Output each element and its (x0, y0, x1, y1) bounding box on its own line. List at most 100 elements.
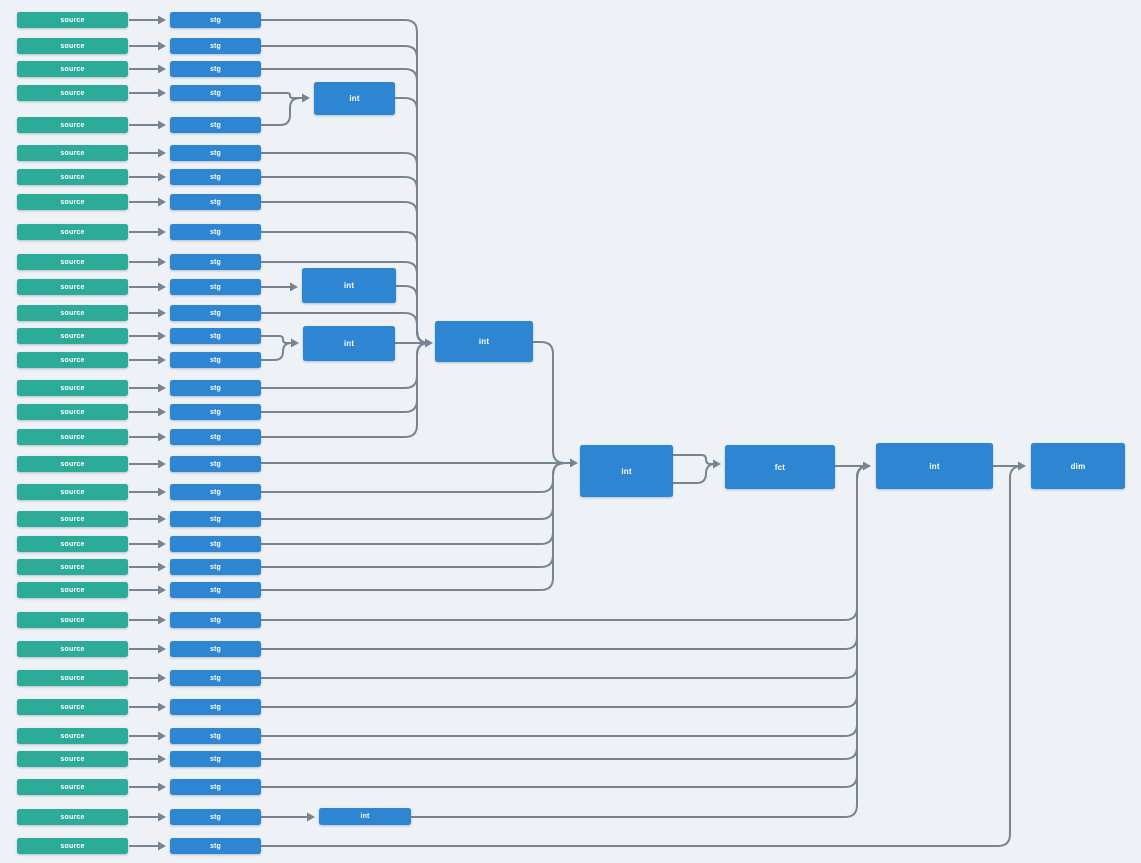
arrowhead-icon (158, 15, 166, 25)
stg-node-28[interactable]: stg (170, 728, 261, 744)
source-node-14[interactable]: source (17, 352, 128, 368)
stg-node-27[interactable]: stg (170, 699, 261, 715)
source-node-23[interactable]: source (17, 582, 128, 598)
stg-node-7[interactable]: stg (170, 169, 261, 185)
source-node-16[interactable]: source (17, 404, 128, 420)
arrowhead-icon (158, 539, 166, 549)
stg-node-1[interactable]: stg (170, 12, 261, 28)
source-node-17[interactable]: source (17, 429, 128, 445)
stg-node-17[interactable]: stg (170, 429, 261, 445)
arrowhead-icon (158, 487, 166, 497)
int-2-node[interactable]: int (580, 445, 673, 497)
source-node-26[interactable]: source (17, 670, 128, 686)
arrowhead-icon (158, 432, 166, 442)
source-node-31[interactable]: source (17, 809, 128, 825)
int-a-node[interactable]: int (314, 82, 395, 115)
source-node-32[interactable]: source (17, 838, 128, 854)
source-node-4[interactable]: source (17, 85, 128, 101)
source-node-12[interactable]: source (17, 305, 128, 321)
source-node-1[interactable]: source (17, 12, 128, 28)
stg-node-9[interactable]: stg (170, 224, 261, 240)
source-node-29[interactable]: source (17, 751, 128, 767)
stg-node-30[interactable]: stg (170, 779, 261, 795)
stg-node-13[interactable]: stg (170, 328, 261, 344)
source-node-25[interactable]: source (17, 641, 128, 657)
stg-node-11[interactable]: stg (170, 279, 261, 295)
stg-node-5[interactable]: stg (170, 117, 261, 133)
source-node-22[interactable]: source (17, 559, 128, 575)
source-node-21[interactable]: source (17, 536, 128, 552)
int-d-node[interactable]: int (319, 808, 411, 825)
arrowhead-icon (158, 514, 166, 524)
edge-merge (673, 454, 715, 465)
stg-node-23[interactable]: stg (170, 582, 261, 598)
stg-node-24[interactable]: stg (170, 612, 261, 628)
source-node-30[interactable]: source (17, 779, 128, 795)
arrowhead-icon (158, 754, 166, 764)
source-node-7[interactable]: source (17, 169, 128, 185)
stg-node-31[interactable]: stg (170, 809, 261, 825)
arrowhead-icon (158, 644, 166, 654)
stg-node-4[interactable]: stg (170, 85, 261, 101)
stg-node-25[interactable]: stg (170, 641, 261, 657)
source-node-6[interactable]: source (17, 145, 128, 161)
stg-node-8[interactable]: stg (170, 194, 261, 210)
source-node-8[interactable]: source (17, 194, 128, 210)
stg-node-10[interactable]: stg (170, 254, 261, 270)
arrowhead-icon (158, 673, 166, 683)
stg-node-29[interactable]: stg (170, 751, 261, 767)
int-1-node[interactable]: int (435, 321, 533, 362)
source-node-13[interactable]: source (17, 328, 128, 344)
source-node-5[interactable]: source (17, 117, 128, 133)
stg-node-16[interactable]: stg (170, 404, 261, 420)
stg-node-14[interactable]: stg (170, 352, 261, 368)
stg-node-21[interactable]: stg (170, 536, 261, 552)
stg-node-26[interactable]: stg (170, 670, 261, 686)
stg-node-2[interactable]: stg (170, 38, 261, 54)
stg-node-18[interactable]: stg (170, 456, 261, 472)
arrowhead-icon (158, 731, 166, 741)
arrowhead-icon (158, 702, 166, 712)
stg-node-20[interactable]: stg (170, 511, 261, 527)
edge-merge (261, 97, 304, 126)
source-node-2[interactable]: source (17, 38, 128, 54)
stg-node-12[interactable]: stg (170, 305, 261, 321)
stg-node-15[interactable]: stg (170, 380, 261, 396)
stg-node-32[interactable]: stg (170, 838, 261, 854)
arrowhead-icon (570, 458, 578, 468)
source-node-20[interactable]: source (17, 511, 128, 527)
arrowhead-icon (290, 282, 298, 292)
stg-node-19[interactable]: stg (170, 484, 261, 500)
arrowhead-icon (1018, 461, 1026, 471)
stg-node-3[interactable]: stg (170, 61, 261, 77)
arrowhead-icon (158, 41, 166, 51)
arrowhead-icon (158, 331, 166, 341)
source-node-18[interactable]: source (17, 456, 128, 472)
arrowhead-icon (158, 257, 166, 267)
arrowhead-icon (158, 197, 166, 207)
source-node-3[interactable]: source (17, 61, 128, 77)
int-3-node[interactable]: int (876, 443, 993, 489)
arrowhead-icon (158, 615, 166, 625)
source-node-19[interactable]: source (17, 484, 128, 500)
arrowhead-icon (158, 585, 166, 595)
edge-merge (261, 342, 293, 361)
edge-bus (261, 465, 1023, 847)
int-b-node[interactable]: int (302, 268, 396, 303)
source-node-10[interactable]: source (17, 254, 128, 270)
source-node-28[interactable]: source (17, 728, 128, 744)
source-node-24[interactable]: source (17, 612, 128, 628)
stg-node-22[interactable]: stg (170, 559, 261, 575)
arrowhead-icon (158, 227, 166, 237)
source-node-15[interactable]: source (17, 380, 128, 396)
source-node-11[interactable]: source (17, 279, 128, 295)
arrowhead-icon (158, 64, 166, 74)
int-c-node[interactable]: int (303, 326, 395, 361)
stg-node-6[interactable]: stg (170, 145, 261, 161)
dim-node[interactable]: dim (1031, 443, 1125, 489)
fct-node[interactable]: fct (725, 445, 835, 489)
source-node-27[interactable]: source (17, 699, 128, 715)
source-node-9[interactable]: source (17, 224, 128, 240)
arrowhead-icon (158, 407, 166, 417)
